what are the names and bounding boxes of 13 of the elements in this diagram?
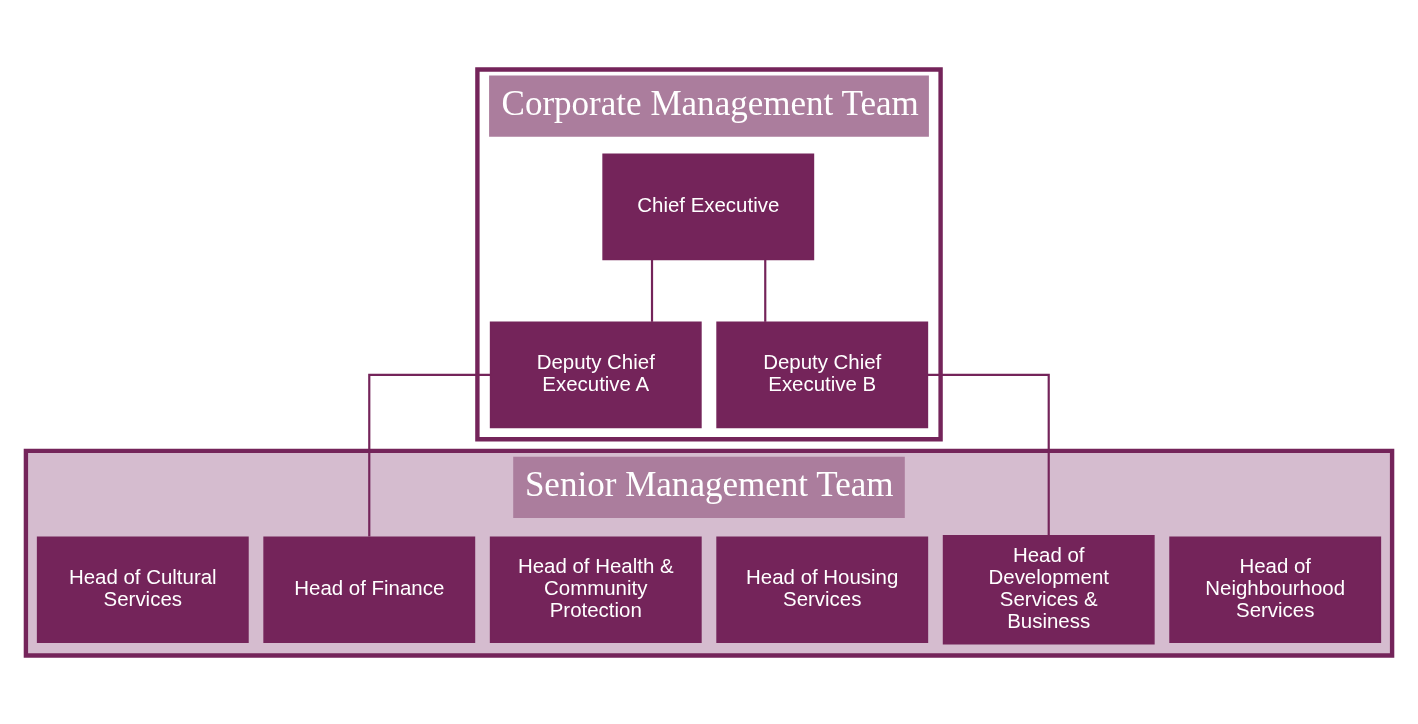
connector [927,373,1050,535]
node-box: Deputy Chief Executive A [489,321,702,428]
node-box: Head of Neighbourhood Services [1169,535,1382,643]
connector [764,259,767,322]
node-box: Head of Cultural Services [36,535,249,643]
node-box: Head of Health & Community Protection [489,535,702,643]
node-box: Chief Executive [602,153,815,260]
node-box: Head of Finance [263,535,476,643]
connector [650,259,654,322]
connector [368,373,491,537]
node-box: Head of Housing Services [716,535,929,643]
node-box: Head of Development Services & Business [942,534,1155,644]
node-box: Deputy Chief Executive B [716,321,929,428]
